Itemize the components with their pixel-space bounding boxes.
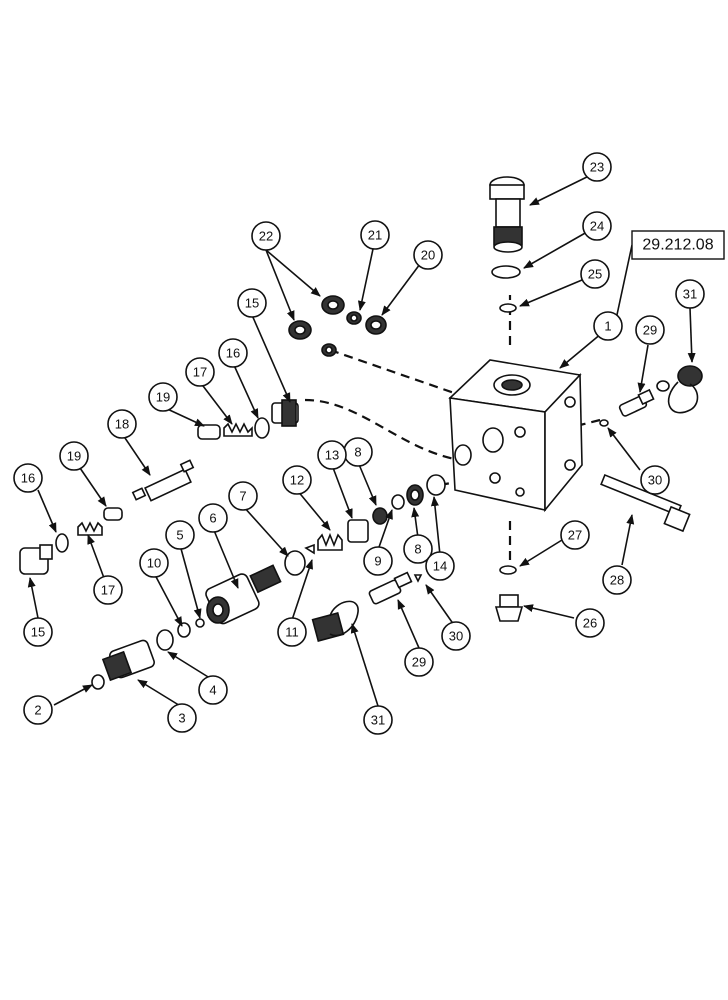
svg-text:6: 6	[209, 511, 216, 526]
svg-text:22: 22	[259, 229, 273, 244]
callout-8b: 8	[403, 534, 433, 564]
svg-text:23: 23	[590, 160, 604, 175]
callout-26: 26	[575, 608, 605, 638]
svg-text:15: 15	[245, 296, 259, 311]
callout-17a: 17	[185, 357, 215, 387]
callout-2: 2	[23, 695, 53, 725]
seal-group-top	[288, 295, 387, 357]
svg-text:7: 7	[239, 489, 246, 504]
callout-29b: 29	[404, 647, 434, 677]
callout-9: 9	[363, 546, 393, 576]
svg-text:15: 15	[31, 625, 45, 640]
right-parts	[311, 365, 703, 642]
middle-string	[205, 474, 446, 625]
callout-19b: 19	[59, 441, 89, 471]
svg-text:11: 11	[285, 625, 299, 640]
callout-12: 12	[282, 465, 312, 495]
callout-6: 6	[198, 503, 228, 533]
svg-text:30: 30	[449, 629, 463, 644]
oring-25	[499, 303, 517, 313]
washer-24	[491, 265, 521, 279]
svg-text:25: 25	[588, 267, 602, 282]
svg-text:8: 8	[354, 445, 361, 460]
svg-text:17: 17	[193, 365, 207, 380]
reference-number: 29.212.08	[642, 237, 713, 254]
callout-14: 14	[425, 551, 455, 581]
svg-text:3: 3	[178, 711, 185, 726]
svg-text:10: 10	[147, 556, 161, 571]
valve-body	[448, 359, 583, 513]
svg-text:4: 4	[209, 683, 216, 698]
svg-text:28: 28	[610, 573, 624, 588]
callout-21: 21	[360, 220, 390, 250]
callout-3: 3	[167, 703, 197, 733]
svg-text:24: 24	[590, 219, 604, 234]
callout-13: 13	[317, 440, 347, 470]
svg-text:19: 19	[156, 390, 170, 405]
callout-16a: 16	[218, 338, 248, 368]
svg-text:30: 30	[648, 473, 662, 488]
callout-28: 28	[602, 565, 632, 595]
svg-text:26: 26	[583, 616, 597, 631]
svg-text:17: 17	[101, 583, 115, 598]
reference-box: 29.212.08	[631, 230, 725, 260]
callout-5: 5	[165, 520, 195, 550]
callout-29a: 29	[635, 315, 665, 345]
svg-text:31: 31	[371, 713, 385, 728]
callout-16b: 16	[13, 463, 43, 493]
svg-text:19: 19	[67, 449, 81, 464]
callout-19a: 19	[148, 382, 178, 412]
svg-text:18: 18	[115, 417, 129, 432]
svg-text:31: 31	[683, 287, 697, 302]
svg-text:5: 5	[176, 528, 183, 543]
svg-text:16: 16	[226, 346, 240, 361]
callout-30a: 30	[640, 465, 670, 495]
callout-8a: 8	[343, 437, 373, 467]
callout-17b: 17	[93, 575, 123, 605]
callout-31a: 31	[675, 279, 705, 309]
leader-lines	[27, 171, 696, 708]
callout-7: 7	[228, 481, 258, 511]
svg-text:12: 12	[290, 473, 304, 488]
callout-4: 4	[198, 675, 228, 705]
callout-20: 20	[413, 240, 443, 270]
callout-31b: 31	[363, 705, 393, 735]
upper-string	[19, 399, 299, 575]
callout-22: 22	[251, 221, 281, 251]
callout-15b: 15	[23, 617, 53, 647]
svg-text:1: 1	[604, 319, 611, 334]
callout-18: 18	[107, 409, 137, 439]
callout-27: 27	[560, 520, 590, 550]
svg-text:29: 29	[643, 323, 657, 338]
svg-text:14: 14	[433, 559, 447, 574]
svg-text:27: 27	[568, 528, 582, 543]
svg-text:9: 9	[374, 554, 381, 569]
callout-25: 25	[580, 259, 610, 289]
svg-text:8: 8	[414, 542, 421, 557]
svg-text:29: 29	[412, 655, 426, 670]
callout-10: 10	[139, 548, 169, 578]
svg-text:21: 21	[368, 228, 382, 243]
svg-text:13: 13	[325, 448, 339, 463]
callout-23: 23	[582, 152, 612, 182]
svg-text:2: 2	[34, 703, 41, 718]
lower-string	[91, 618, 205, 690]
callout-24: 24	[582, 211, 612, 241]
svg-text:20: 20	[421, 248, 435, 263]
svg-text:16: 16	[21, 471, 35, 486]
callout-15a: 15	[237, 288, 267, 318]
cartridge-valve	[489, 176, 525, 253]
callout-11: 11	[277, 617, 307, 647]
callout-1: 1	[593, 311, 623, 341]
callout-30b: 30	[441, 621, 471, 651]
